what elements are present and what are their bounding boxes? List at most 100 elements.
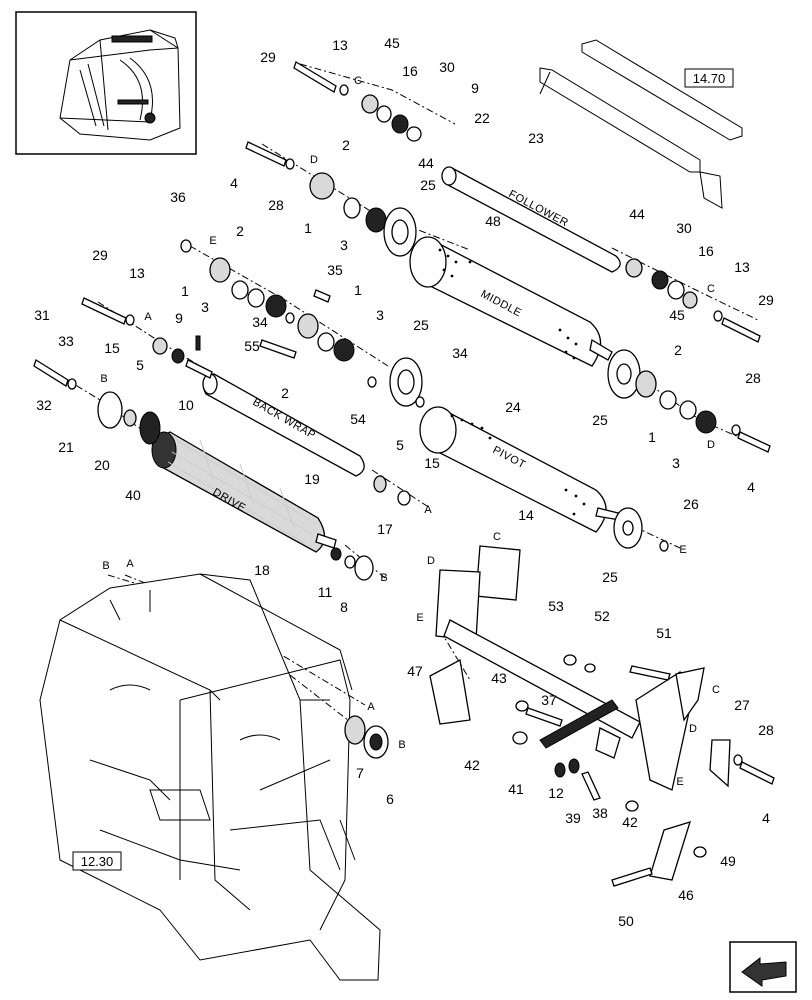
callout-44: 44 [418,155,434,171]
callout-28: 28 [758,722,774,738]
callout-13: 13 [129,265,145,281]
callout-1: 1 [648,429,656,445]
connection-letter-b: B [102,560,109,572]
callout-30: 30 [439,59,455,75]
callout-1: 1 [304,220,312,236]
main-frame[interactable] [39,573,381,981]
callout-15: 15 [104,340,120,356]
callout-11: 11 [318,584,333,600]
callout-50: 50 [618,913,634,929]
callout-14: 14 [518,507,534,523]
callout-2: 2 [281,385,289,401]
ref-box-12-30[interactable]: 12.30 [72,851,122,871]
callout-38: 38 [592,805,608,821]
callout-25: 25 [602,569,618,585]
callout-21: 21 [58,439,74,455]
callout-24: 24 [505,399,521,415]
connection-letter-a: A [144,311,152,323]
connection-letter-e: E [679,544,686,556]
svg-text:12.30: 12.30 [81,854,114,869]
connection-letter-e: E [209,235,216,247]
callout-5: 5 [136,357,144,373]
callout-12: 12 [548,785,564,801]
callout-3: 3 [672,455,680,471]
callout-9: 9 [471,80,479,96]
callout-52: 52 [594,608,610,624]
callout-5: 5 [396,437,404,453]
callout-47: 47 [407,663,423,679]
callout-6: 6 [386,791,394,807]
bearings-and-flanges[interactable] [33,61,771,581]
follower-roll[interactable]: FOLLOWER [441,166,621,273]
frame-bearings[interactable] [344,715,389,759]
callout-3: 3 [201,299,209,315]
callout-45: 45 [384,35,400,51]
callout-54: 54 [350,411,366,427]
connection-letter-c: C [354,75,362,87]
callout-30: 30 [676,220,692,236]
connection-letter-c: C [712,684,720,696]
callout-10: 10 [178,397,194,413]
callout-8: 8 [340,599,348,615]
callout-16: 16 [402,63,418,79]
callout-26: 26 [683,496,699,512]
callout-28: 28 [268,197,284,213]
callout-25: 25 [413,317,429,333]
callout-32: 32 [36,397,52,413]
callout-35: 35 [327,262,343,278]
callout-39: 39 [565,810,581,826]
callout-13: 13 [734,259,750,275]
callout-34: 34 [252,314,268,330]
connection-letter-b: B [100,373,107,385]
callout-42: 42 [622,814,638,830]
callout-29: 29 [260,49,276,65]
svg-text:14.70: 14.70 [693,71,726,86]
callout-1: 1 [354,282,362,298]
callout-51: 51 [656,625,672,641]
callout-17: 17 [377,521,393,537]
callout-42: 42 [464,757,480,773]
callout-55: 55 [244,338,260,354]
ref-box-14-70[interactable]: 14.70 [684,68,734,88]
pivot-roll[interactable]: PIVOT [419,406,623,533]
callout-29: 29 [758,292,774,308]
pivot-arm-assembly[interactable] [429,545,775,887]
connection-letter-e: E [676,776,683,788]
callout-44: 44 [629,206,645,222]
connection-letter-a: A [424,504,432,516]
connection-letter-d: D [427,555,435,567]
connection-letter-d: D [689,723,697,735]
callout-2: 2 [236,223,244,239]
connection-letter-c: C [707,283,715,295]
callout-25: 25 [420,177,436,193]
rail-part [539,39,743,209]
callout-34: 34 [452,345,468,361]
middle-roll[interactable]: MIDDLE [409,236,613,367]
callout-18: 18 [254,562,270,578]
callout-37: 37 [541,692,557,708]
connection-letter-a: A [126,558,134,570]
callout-41: 41 [508,781,524,797]
previous-page-arrow-icon[interactable] [729,941,797,993]
callout-28: 28 [745,370,761,386]
callout-36: 36 [170,189,186,205]
callout-46: 46 [678,887,694,903]
overview-thumbnail[interactable] [15,11,197,155]
callout-4: 4 [747,479,755,495]
connection-letter-b: B [398,739,405,751]
callout-2: 2 [674,342,682,358]
callout-2: 2 [342,137,350,153]
callout-1: 1 [181,283,189,299]
connection-letter-d: D [707,439,715,451]
callout-49: 49 [720,853,736,869]
callout-31: 31 [34,307,50,323]
callout-15: 15 [424,455,440,471]
callout-43: 43 [491,670,507,686]
connection-letter-d: D [310,154,318,166]
callout-9: 9 [175,310,183,326]
callout-29: 29 [92,247,108,263]
connection-letter-b: B [380,572,387,584]
